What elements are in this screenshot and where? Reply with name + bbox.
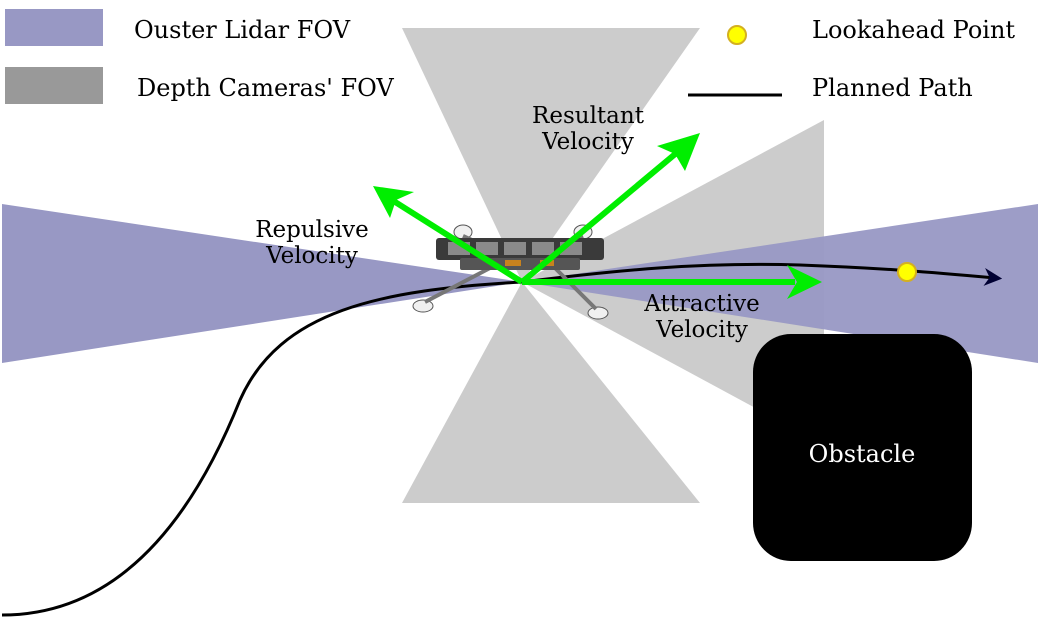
legend: Ouster Lidar FOV Depth Cameras' FOV Look… xyxy=(5,9,1015,104)
lookahead-point-marker xyxy=(897,262,917,282)
repulsive-velocity-arrow xyxy=(373,186,524,285)
legend-lookahead-swatch xyxy=(727,25,747,45)
attractive-velocity-label-line1: Attractive xyxy=(643,291,759,317)
resultant-velocity-label-line1: Resultant xyxy=(532,103,645,129)
attractive-velocity-arrow xyxy=(522,265,822,299)
resultant-velocity-arrow xyxy=(520,133,700,285)
legend-lookahead-label: Lookahead Point xyxy=(812,16,1015,44)
obstacle-block xyxy=(753,334,972,561)
attractive-velocity-label-line2: Velocity xyxy=(655,317,748,343)
repulsive-velocity-label-line1: Repulsive xyxy=(255,217,369,243)
legend-depth-label: Depth Cameras' FOV xyxy=(137,74,394,102)
legend-path-label: Planned Path xyxy=(812,74,973,102)
obstacle-label: Obstacle xyxy=(809,440,916,468)
legend-lidar-label: Ouster Lidar FOV xyxy=(134,16,351,44)
legend-lidar-swatch xyxy=(5,9,103,46)
resultant-velocity-label-line2: Velocity xyxy=(541,129,634,155)
depth-fov-bottom xyxy=(402,282,700,503)
legend-depth-swatch xyxy=(5,67,103,104)
lidar-fov-left xyxy=(2,204,522,363)
depth-fov-top xyxy=(402,28,700,282)
repulsive-velocity-label-line2: Velocity xyxy=(265,243,358,269)
